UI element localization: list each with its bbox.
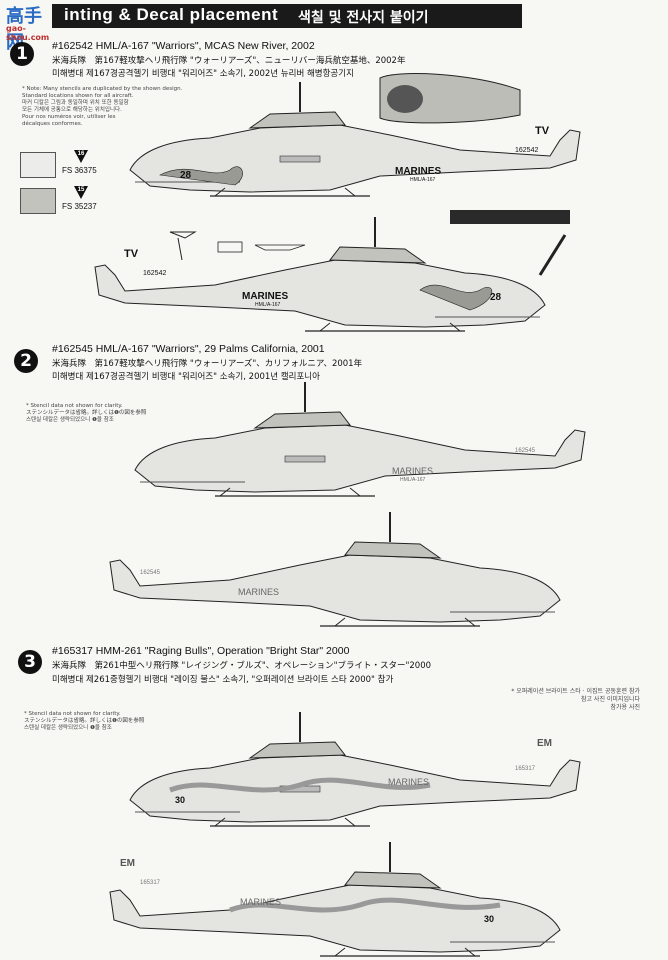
marines-marking: MARINES: [388, 777, 430, 787]
logo-url: gao-shou.com: [6, 24, 50, 42]
note-line: * Note: Many stencils are duplicated by …: [22, 86, 183, 92]
page-header: 高手网 gao-shou.com inting & Decal placemen…: [0, 0, 668, 53]
section-1-badge: 1: [10, 42, 34, 66]
note-line: 스텐실 데칼은 생략되었으니 ❶을 참조: [24, 725, 112, 731]
marines-marking: MARINES: [242, 291, 289, 302]
section-3-korean: 미해병대 제261중형헬기 비행대 "레이징 불스" 소속기, "오퍼레이션 브…: [52, 675, 394, 685]
note-line: Pour nos numéros voir, utiliser les: [22, 114, 116, 120]
note-line: 스텐실 데칼은 생략되었으니 ❶을 참조: [26, 417, 114, 423]
note-line: Standard locations shown for all aircraf…: [22, 93, 134, 99]
serial-marking: 165317: [515, 766, 536, 772]
unit-marking: HML/A-167: [400, 477, 426, 483]
section-2-title: #162545 HML/A-167 "Warriors", 29 Palms C…: [52, 343, 325, 355]
note-line: décalques conformes.: [22, 121, 83, 127]
note-line: * Stencil data not shown for clarity.: [26, 403, 123, 409]
marines-marking: MARINES: [238, 587, 280, 597]
modex: 28: [490, 292, 502, 303]
section-1-japanese: 米海兵隊 第167軽攻撃ヘリ飛行隊 "ウォーリアーズ"、ニューリバー海兵航空基地…: [52, 56, 406, 66]
section-3-japanese: 米海兵隊 第261中型ヘリ飛行隊 "レイジング・ブルズ"、オペレーション"ブライ…: [52, 661, 432, 671]
marines-marking: MARINES: [395, 166, 442, 177]
tail-code: EM: [537, 738, 552, 749]
header-bar: [52, 4, 522, 28]
fs-code: FS 35237: [62, 202, 97, 211]
note-line: 참가용 사진: [610, 704, 640, 711]
note-line: 마커 디칼은 그림과 동일하며 위치 또한 동일함: [22, 100, 129, 106]
unit-marking: HML/A-167: [410, 177, 436, 183]
color-swatch: [20, 188, 56, 214]
modex: 30: [484, 914, 495, 924]
tail-code: EM: [120, 858, 135, 869]
serial-marking: 162545: [515, 448, 536, 454]
section-3-title: #165317 HMM-261 "Raging Bulls", Operatio…: [52, 645, 350, 657]
tail-code: TV: [124, 248, 139, 260]
note-line: 모든 기체에 공통으로 해당하는 위치입니다.: [22, 107, 122, 113]
page-title-korean: 색칠 및 전사지 붙이기: [298, 10, 429, 26]
serial-marking: 162545: [140, 570, 161, 576]
paint-number-icon: [74, 150, 88, 163]
note-line: ステンシルデータは省略。詳しくは❶の図を参照: [26, 410, 147, 416]
paint-number: 15: [77, 187, 85, 193]
note-line: * Stencil data not shown for clarity.: [24, 711, 121, 717]
marines-marking: MARINES: [392, 466, 434, 476]
page-title: inting & Decal placement: [64, 5, 279, 24]
marines-marking: MARINES: [240, 897, 282, 907]
unit-marking: HML/A-167: [255, 302, 281, 308]
section-1-title: #162542 HML/A-167 "Warriors", MCAS New R…: [52, 40, 315, 52]
note-line: * 오퍼레이션 브라이트 스타 · 이집트 공동훈련 참가: [511, 688, 640, 695]
tail-code: TV: [535, 125, 550, 137]
serial-marking: 165317: [140, 880, 161, 886]
paint-number-icon: [74, 186, 88, 199]
color-swatch: [20, 152, 56, 178]
paint-number: 16: [77, 151, 85, 157]
modex: 28: [180, 170, 192, 181]
section-2-badge: 2: [14, 349, 38, 373]
section-3-badge: 3: [18, 650, 42, 674]
serial-marking: 162542: [515, 147, 539, 154]
serial-marking: 162542: [143, 270, 167, 277]
section-2-japanese: 米海兵隊 第167軽攻撃ヘリ飛行隊 "ウォーリアーズ"、カリフォルニア、2001…: [52, 359, 363, 369]
modex: 30: [175, 795, 186, 805]
note-line: ステンシルデータは省略。詳しくは❶の図を参照: [24, 718, 145, 724]
section-1-korean: 미해병대 제167경공격헬기 비행대 "워리어즈" 소속기, 2002년 뉴리버…: [52, 69, 354, 79]
section-2-korean: 미해병대 제167경공격헬기 비행대 "워리어즈" 소속기, 2001년 캘리포…: [52, 372, 320, 382]
fs-code: FS 36375: [62, 166, 97, 175]
note-line: 참고 사진 이미지입니다: [580, 696, 640, 703]
